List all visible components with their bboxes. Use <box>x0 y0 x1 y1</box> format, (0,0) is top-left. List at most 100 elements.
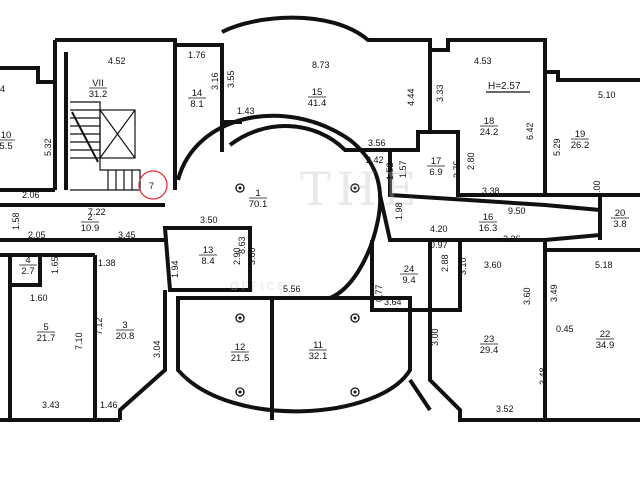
dimension-label: 3.04 <box>152 340 162 358</box>
dimension-label: 5.29 <box>552 138 562 156</box>
dimension-label: 8.73 <box>312 60 330 70</box>
dimension-label: 9.50 <box>508 206 526 216</box>
room-number: 20 <box>615 208 626 219</box>
room-number: 22 <box>600 329 611 340</box>
dimension-label: 3.60 <box>522 287 532 305</box>
room-area: 29.4 <box>480 345 499 356</box>
dimension-label: 2.88 <box>440 254 450 272</box>
room-area: 16.3 <box>479 223 498 234</box>
dimension-label: 3.45 <box>118 230 136 240</box>
dimension-label: 3.64 <box>384 297 402 307</box>
room-number: 11 <box>313 340 323 351</box>
room-area: 41.4 <box>308 98 327 109</box>
room-area: 21.7 <box>37 333 56 344</box>
dimension-label: 5.56 <box>283 284 301 294</box>
room-number: VII <box>92 78 104 89</box>
dimension-label: 1.00 <box>592 180 602 198</box>
dimension-label: 1.46 <box>100 400 118 410</box>
dimension-label: 3.50 <box>200 215 218 225</box>
dimension-label: 3.49 <box>549 284 559 302</box>
dimension-label: 1.65 <box>50 256 60 274</box>
dimension-label: 4.52 <box>108 56 126 66</box>
room-area: 70.1 <box>249 199 268 210</box>
dimension-label: 2.05 <box>28 230 46 240</box>
dimension-label: 7.22 <box>88 207 106 217</box>
dimension-label: 1.52 <box>385 162 395 180</box>
dimension-label: 4.44 <box>406 88 416 106</box>
dimension-label: 3.55 <box>226 70 236 88</box>
dimension-label: 3.56 <box>368 138 386 148</box>
dimension-label: 1.76 <box>188 50 206 60</box>
room-area: 8.4 <box>201 256 214 267</box>
room-number: 24 <box>404 264 415 275</box>
dimension-label: 6.42 <box>525 122 535 140</box>
room-number: 5 <box>43 322 48 333</box>
room-area: 34.9 <box>596 340 615 351</box>
dimension-label: 4 <box>0 84 5 94</box>
watermark-text: THE <box>300 162 422 216</box>
dimension-label: 3.48 <box>538 367 548 385</box>
dimension-label: 0.97 <box>430 240 448 250</box>
dimension-label: 2.80 <box>466 152 476 170</box>
room-area: 10.9 <box>81 223 100 234</box>
dimension-label: 3.60 <box>484 260 502 270</box>
room-labels: VII31.2170.1210.9320.842.7521.7105.51132… <box>0 78 629 364</box>
dimension-label: 3.43 <box>42 400 60 410</box>
room-number: 18 <box>484 116 495 127</box>
room-number: 12 <box>235 342 246 353</box>
dimension-label: 3.10 <box>458 257 468 275</box>
room-area: 9.4 <box>402 275 415 286</box>
dimension-label: 5.10 <box>598 90 616 100</box>
dimension-label: 1.98 <box>394 202 404 220</box>
dimension-label: 1.57 <box>398 160 408 178</box>
room-number: 13 <box>203 245 214 256</box>
dimension-label: 5.18 <box>595 260 613 270</box>
room-number: 14 <box>192 88 203 99</box>
room-area: 8.1 <box>190 99 203 110</box>
dimension-label: 3.33 <box>435 84 445 102</box>
dimension-label: 2.90 <box>232 247 242 265</box>
room-area: 5.5 <box>0 141 13 152</box>
room-number: 3 <box>122 320 127 331</box>
walls <box>0 15 640 422</box>
dimension-label: 8.63 <box>237 236 247 254</box>
room-area: 3.8 <box>613 219 626 230</box>
dimension-label: 2.42 <box>366 155 384 165</box>
room-area: 32.1 <box>309 351 328 362</box>
room-area: 6.9 <box>429 167 442 178</box>
dimension-label: 1.38 <box>98 258 116 268</box>
room-area: 2.7 <box>21 266 34 277</box>
dimension-label: 7.10 <box>74 332 84 350</box>
dimension-label: 1.58 <box>11 212 21 230</box>
room-number: 10 <box>1 130 12 141</box>
dimension-label: 1.94 <box>170 260 180 278</box>
room-number: 15 <box>312 87 323 98</box>
dimension-label: 0.77 <box>374 284 384 302</box>
ceiling-lights <box>235 183 360 397</box>
stair-marker-label: 7 <box>149 181 154 191</box>
stair-marker-circle <box>138 170 168 200</box>
room-number: 19 <box>575 129 586 140</box>
dimension-label: 4.20 <box>430 224 448 234</box>
dimension-label: 0.45 <box>556 324 574 334</box>
room-number: 4 <box>25 255 30 266</box>
dimension-label: 5.32 <box>43 138 53 156</box>
room-number: 17 <box>431 156 442 167</box>
dimension-label: 1.43 <box>237 106 255 116</box>
room-area: 21.5 <box>231 353 250 364</box>
dimension-label: 7.12 <box>94 317 104 335</box>
dimension-label: 2.26 <box>503 234 521 244</box>
dimension-label: 1.60 <box>30 293 48 303</box>
dimension-label: 3.00 <box>247 247 257 265</box>
room-number: 1 <box>255 188 260 199</box>
room-area: 24.2 <box>480 127 499 138</box>
dimension-label: 3.38 <box>482 186 500 196</box>
room-number: 16 <box>483 212 494 223</box>
dimension-label: 2.75 <box>452 160 462 178</box>
dimension-label: 2.06 <box>22 190 40 200</box>
dimension-label: 3.00 <box>430 328 440 346</box>
dimension-label: 4.53 <box>474 56 492 66</box>
ceiling-height-label: H=2.57 <box>488 81 521 92</box>
